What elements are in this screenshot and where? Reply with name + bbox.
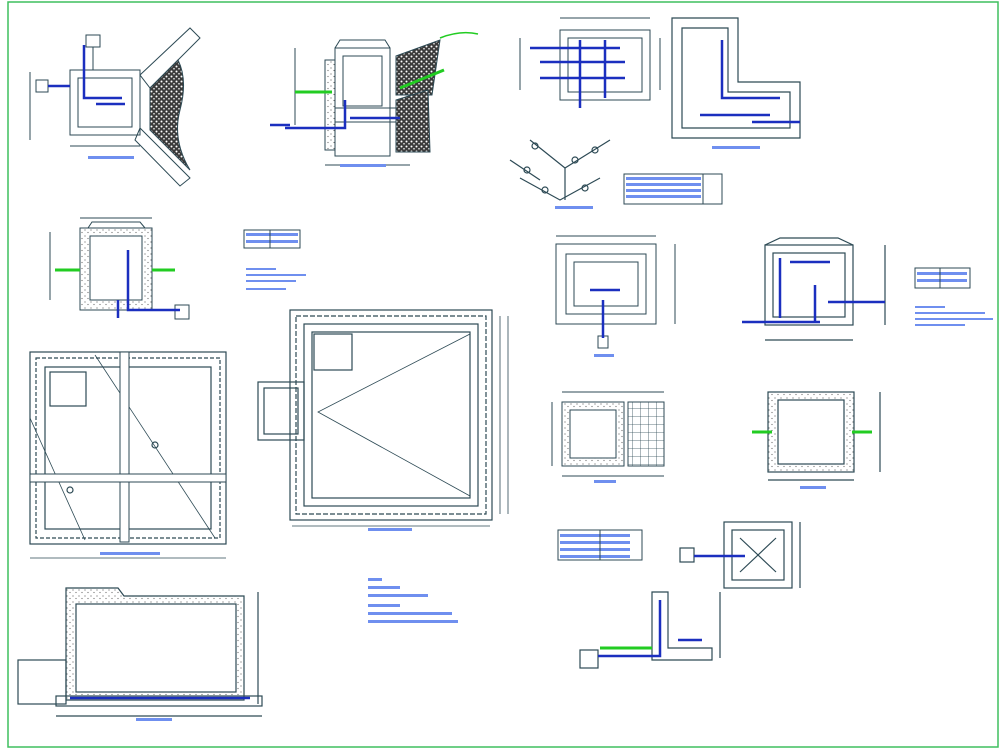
label-strip: [100, 552, 160, 555]
detail-outlet-pipes: [598, 600, 702, 658]
detail-manifold-plan: [519, 17, 661, 101]
schedule-table-1: [623, 173, 723, 205]
detail-tank-plan-center: [257, 309, 509, 527]
label-strip: [712, 146, 760, 149]
detail-tank-long-section: [17, 587, 263, 717]
detail-valve-section: [764, 237, 886, 341]
detail-rock-ground: [295, 68, 445, 94]
detail-intake-pipes: [48, 45, 125, 106]
detail-corner-pipes: [700, 40, 800, 124]
label-strip: [594, 480, 616, 483]
schedule-table-2: [243, 229, 301, 249]
detail-rock-pipes: [270, 100, 400, 130]
detail-small-section: [767, 391, 881, 481]
detail-valve-pipes: [742, 258, 885, 324]
detail-grid-slab: [551, 391, 665, 477]
detail-isometric: [509, 139, 611, 201]
label-strip: [88, 156, 134, 159]
detail-manifold-pipes: [530, 40, 625, 108]
detail-box-pipes: [590, 288, 620, 338]
detail-intake-plan: [29, 27, 201, 187]
sheet-frame: [7, 1, 999, 748]
schedule-table-3: [914, 267, 971, 289]
detail-chamber-section: [49, 217, 190, 320]
label-strip: [800, 486, 826, 489]
detail-box-plan: [555, 235, 676, 349]
label-strip: [594, 354, 614, 357]
detail-tank-plan-left: [29, 351, 227, 559]
detail-corner-section: [671, 17, 801, 139]
label-strip: [368, 528, 412, 531]
detail-outlet-section: [579, 591, 721, 669]
schedule-table-4: [557, 529, 643, 561]
notes-block-2: [915, 306, 993, 326]
label-strip: [340, 164, 386, 167]
detail-chamber-pipes: [116, 250, 180, 318]
label-strip: [136, 718, 172, 721]
general-notes: [368, 578, 458, 623]
notes-block-1: [246, 268, 306, 290]
label-strip: [555, 206, 593, 209]
detail-rock-section: [294, 31, 479, 166]
